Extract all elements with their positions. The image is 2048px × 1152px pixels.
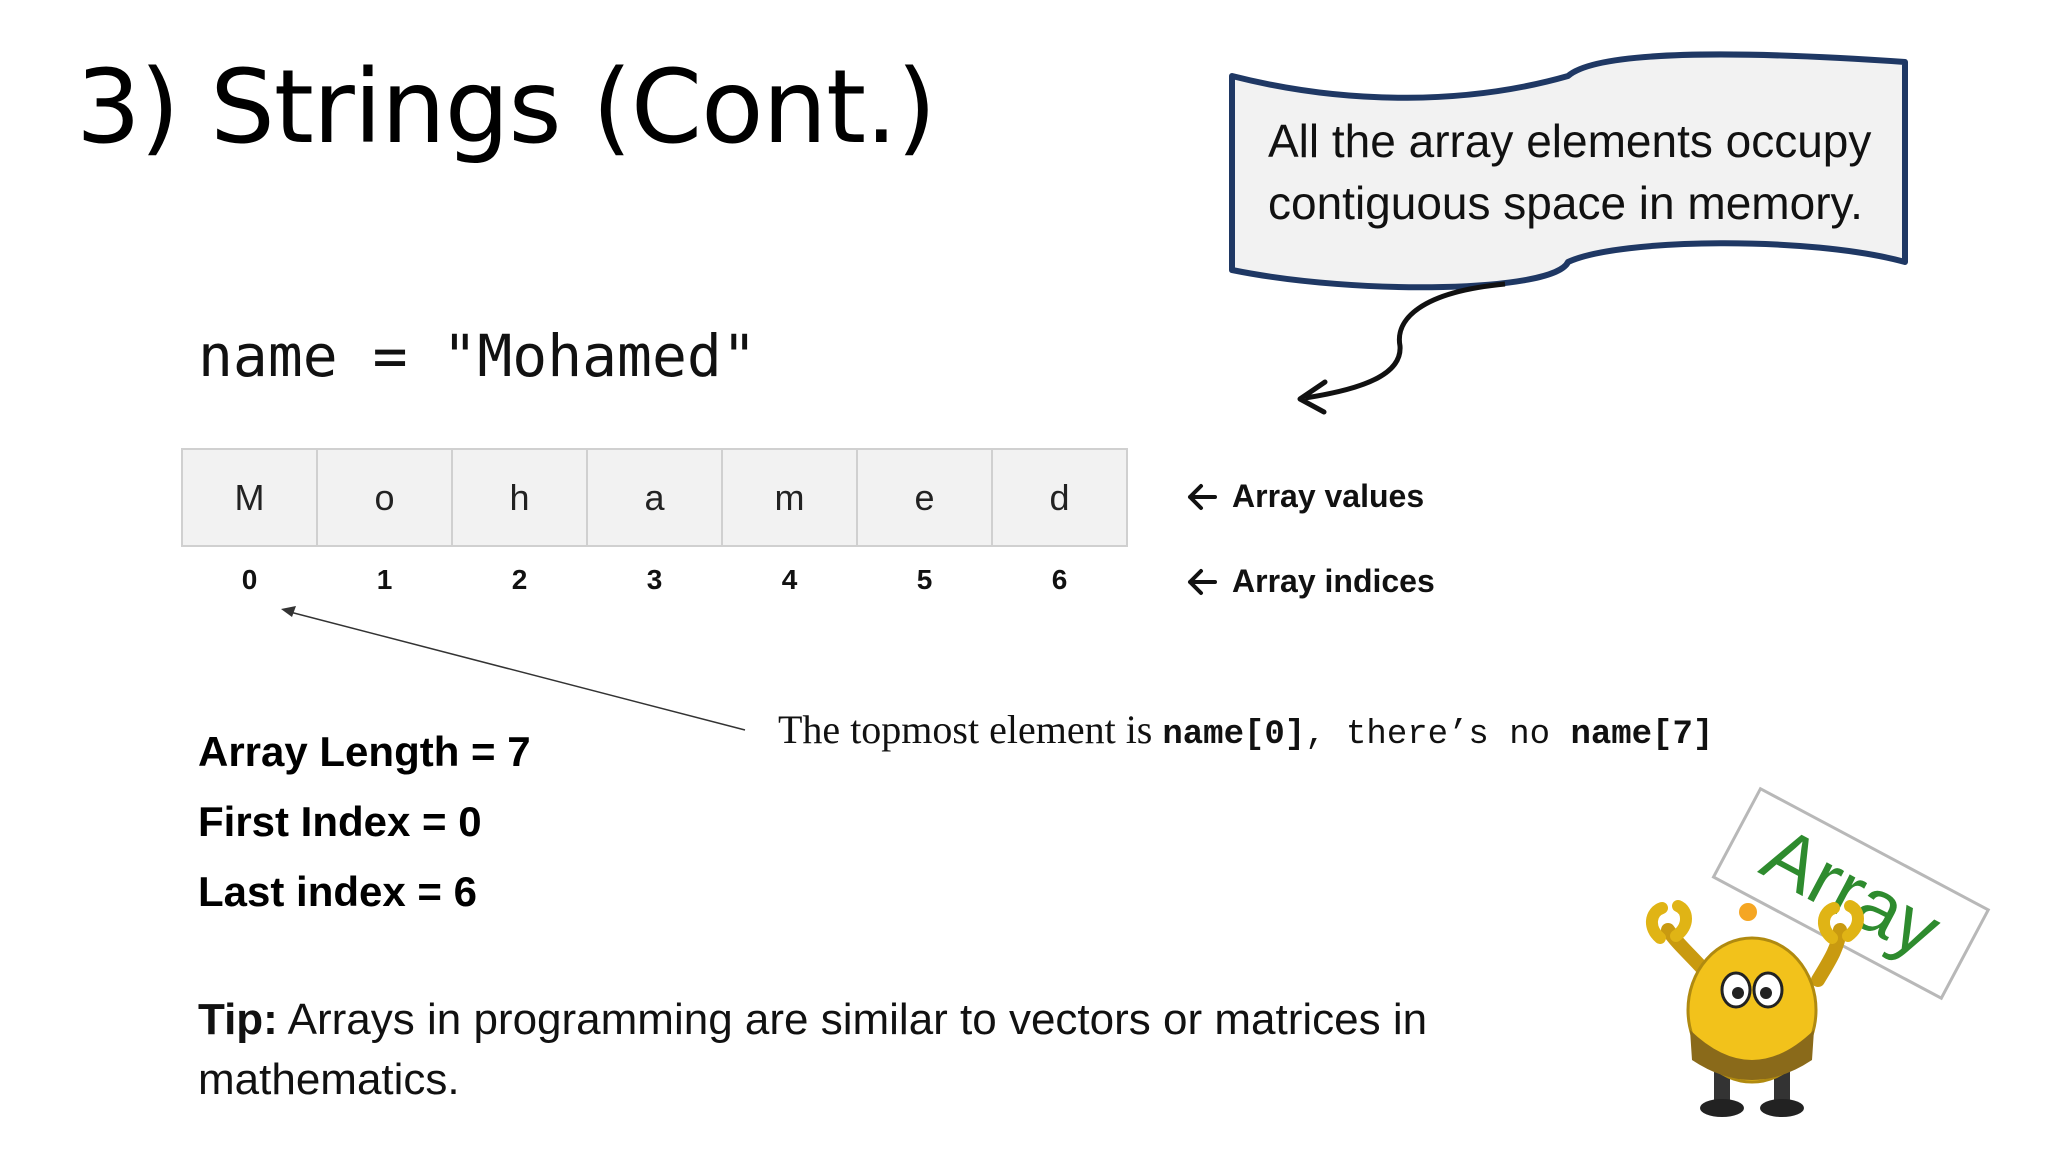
note-code-last: name[7] — [1570, 716, 1714, 754]
tip-paragraph: Tip: Arrays in programming are similar t… — [198, 990, 1518, 1110]
tip-text: Arrays in programming are similar to vec… — [198, 995, 1428, 1104]
array-cell: M — [181, 448, 318, 547]
array-index: 5 — [916, 564, 933, 595]
note-code-first: name[0] — [1162, 716, 1306, 754]
curved-arrow-head — [1297, 379, 1328, 415]
curved-arrow-icon — [1304, 281, 1506, 401]
array-index: 6 — [1051, 564, 1068, 595]
array-index: 0 — [241, 564, 258, 595]
array-values-row: M o h a m e d — [181, 448, 1128, 547]
note-middle: , there’s no — [1305, 716, 1571, 754]
callout-text: All the array elements occupy contiguous… — [1268, 115, 1872, 229]
tip-label: Tip: — [198, 995, 278, 1044]
left-arrow-icon — [1188, 569, 1217, 595]
array-index: 3 — [646, 564, 663, 595]
topmost-note: The topmost element is name[0], there’s … — [778, 706, 1713, 754]
array-indices-row: 0 1 2 3 4 5 6 — [183, 564, 1128, 596]
left-arrow-icon — [1188, 484, 1217, 510]
pointer-head — [281, 606, 296, 617]
mascot-icon: Array — [1646, 786, 1991, 1117]
array-cell: o — [316, 448, 453, 547]
array-index: 1 — [376, 564, 393, 595]
last-index: Last index = 6 — [198, 868, 477, 915]
page-title: 3) Strings (Cont.) — [76, 48, 936, 167]
first-index: First Index = 0 — [198, 798, 482, 845]
pointer-line — [289, 611, 746, 731]
array-cell: h — [451, 448, 588, 547]
array-index: 2 — [511, 564, 528, 595]
array-length: Array Length = 7 — [198, 728, 531, 775]
array-cell: m — [721, 448, 858, 547]
code-line: name = "Mohamed" — [198, 322, 757, 390]
array-indices-label: Array indices — [1232, 563, 1435, 599]
array-cell: a — [586, 448, 723, 547]
array-cell: d — [991, 448, 1128, 547]
array-values-label: Array values — [1232, 478, 1425, 514]
note-prefix: The topmost element is — [778, 707, 1163, 752]
array-index: 4 — [781, 564, 798, 595]
array-cell: e — [856, 448, 993, 547]
